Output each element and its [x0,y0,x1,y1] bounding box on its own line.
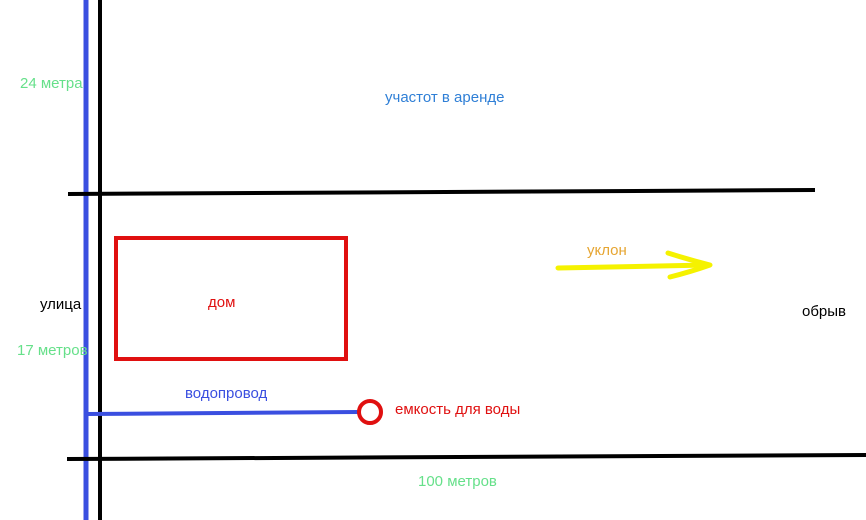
width-bottom-label: 17 метров [17,342,88,359]
house-label: дом [208,294,236,311]
water-pipe-line [85,410,359,416]
water-tank-label: емкость для воды [395,401,521,418]
house-outline [114,236,348,361]
width-top-label: 24 метра [20,75,83,92]
cliff-label: обрыв [802,303,847,320]
street-label: улица [40,296,82,313]
water-pipe-label: водопровод [185,385,268,402]
slope-arrow [555,250,713,280]
plot-top-boundary [67,188,816,196]
rented-plot-label: участот в аренде [385,89,505,106]
water-tank-circle [357,399,383,425]
slope-label: уклон [587,242,627,259]
plot-bottom-boundary [66,453,866,461]
length-label: 100 метров [418,473,497,490]
